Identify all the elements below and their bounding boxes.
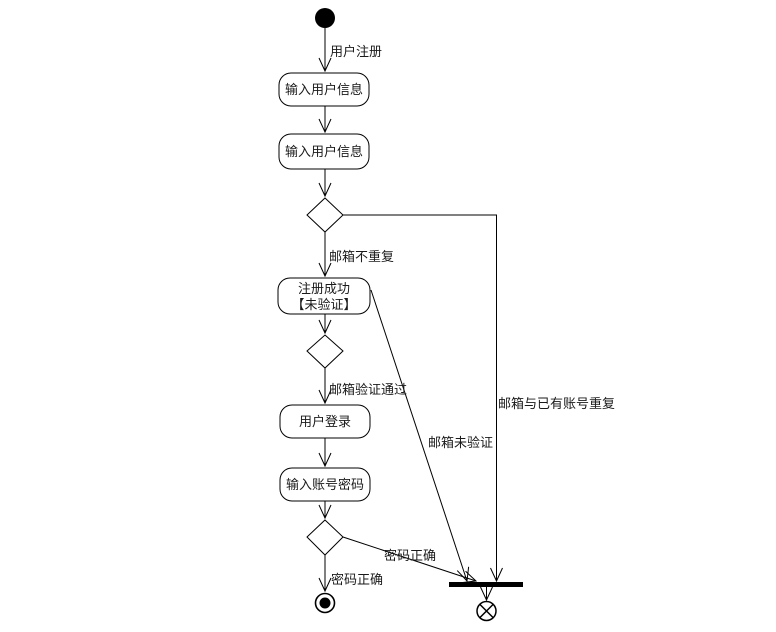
action-input-user-info-1: 输入用户信息 — [278, 72, 370, 107]
join-bar-icon — [449, 582, 523, 587]
action-box — [278, 72, 370, 107]
edge-label-password-ok-down: 密码正确 — [331, 572, 383, 587]
flow-final-node — [476, 600, 497, 622]
action-input-credentials: 输入账号密码 — [279, 467, 371, 502]
edge-label-email-duplicate: 邮箱与已有账号重复 — [498, 396, 615, 411]
action-label: 输入用户信息 — [285, 82, 363, 97]
flow-final-x-icon — [479, 603, 494, 619]
edge-label-email-verified: 邮箱验证通过 — [329, 382, 407, 397]
action-label-line1: 注册成功 — [298, 281, 350, 296]
decision-email-verified — [306, 334, 344, 369]
action-box — [279, 467, 371, 502]
edge-password-ok-to-join — [342, 536, 478, 584]
decision-diamond-icon — [306, 334, 344, 369]
decision-diamond-icon — [306, 197, 344, 233]
action-label: 输入用户信息 — [285, 144, 363, 159]
edge-label-email-unique: 邮箱不重复 — [329, 249, 394, 264]
diagram-edge-labels: 用户注册 邮箱不重复 邮箱与已有账号重复 邮箱验证通过 邮箱未验证 密码正确 密… — [329, 44, 615, 587]
action-label: 用户登录 — [299, 414, 351, 429]
initial-node-icon — [315, 8, 335, 28]
join-bar-node — [449, 582, 523, 587]
action-box — [279, 404, 371, 439]
initial-node — [315, 8, 335, 28]
activity-final-node — [314, 592, 336, 614]
edge-unverified-to-join — [370, 289, 470, 583]
activity-final-inner-dot-icon — [319, 597, 331, 609]
edge-label-email-unverified: 邮箱未验证 — [428, 435, 493, 450]
edge-label-password-ok-diagonal: 密码正确 — [384, 548, 436, 563]
edge-label-register: 用户注册 — [330, 44, 382, 59]
action-input-user-info-2: 输入用户信息 — [278, 133, 370, 170]
action-register-success: 注册成功 【未验证】 — [277, 277, 371, 315]
action-box — [277, 277, 371, 315]
action-label: 输入账号密码 — [286, 477, 364, 492]
decision-email-duplicate — [306, 197, 344, 233]
edge-email-duplicate-to-join — [343, 214, 503, 583]
decision-diamond-icon — [306, 519, 344, 556]
diagram-edges — [318, 28, 503, 602]
action-box — [278, 133, 370, 170]
decision-password — [306, 519, 344, 556]
action-label-line2: 【未验证】 — [291, 297, 356, 312]
action-user-login: 用户登录 — [279, 404, 371, 439]
